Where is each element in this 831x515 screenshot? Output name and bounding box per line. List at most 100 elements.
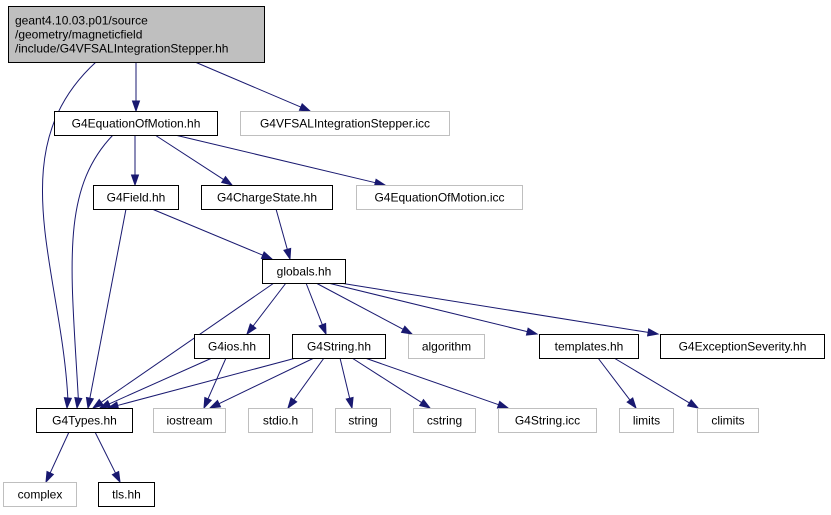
- edge-globals-to-g4string: [305, 282, 323, 325]
- node-g4types-label: G4Types.hh: [52, 414, 117, 428]
- node-globals-box: [262, 259, 346, 284]
- node-g4string-box: [292, 334, 386, 359]
- node-g4ios-label: G4ios.hh: [208, 340, 256, 354]
- edge-globals-to-g4string-arrowhead: [318, 322, 327, 336]
- edge-templates-to-limits: [597, 357, 631, 401]
- edge-g4string-to-string-arrowhead: [345, 396, 354, 410]
- edge-templates-to-climits-arrowhead: [686, 399, 700, 409]
- edge-globals-to-g4types-arrowhead: [91, 398, 105, 409]
- node-cstring: cstring: [413, 408, 476, 433]
- edge-templates-to-limits-arrowhead: [626, 397, 637, 410]
- edge-globals-to-g4ios-arrowhead: [246, 323, 257, 336]
- edge-field-to-g4types-arrowhead: [85, 396, 95, 410]
- node-templates-box: [539, 334, 639, 359]
- node-layer: geant4.10.03.p01/source/geometry/magneti…: [3, 6, 825, 507]
- node-eqofmotion-box: [54, 111, 218, 136]
- node-g4string_icc: G4String.icc: [498, 408, 597, 433]
- node-limits: limits: [619, 408, 674, 433]
- node-exceptionseverity-label: G4ExceptionSeverity.hh: [679, 340, 807, 354]
- node-eqofmotion[interactable]: G4EquationOfMotion.hh: [54, 111, 218, 136]
- edge-globals-to-exceptionseverity-arrowhead: [646, 328, 660, 337]
- node-g4types-box: [36, 408, 133, 433]
- node-g4ios[interactable]: G4ios.hh: [194, 334, 270, 359]
- node-stdio-box: [248, 408, 313, 433]
- edge-globals-to-algorithm-arrowhead: [400, 325, 414, 335]
- node-templates-label: templates.hh: [555, 340, 624, 354]
- node-g4string_icc-box: [498, 408, 597, 433]
- node-chargestate[interactable]: G4ChargeState.hh: [201, 185, 333, 210]
- edge-root-to-eqofmotion-arrowhead: [131, 100, 141, 113]
- edge-g4types-to-tls-arrowhead: [111, 470, 121, 484]
- edge-g4ios-to-g4types: [108, 357, 213, 405]
- node-climits-box: [697, 408, 759, 433]
- edge-eqofmotion-to-eqofmotion_icc: [174, 134, 376, 184]
- edge-field-to-globals-arrowhead: [260, 251, 274, 260]
- node-complex-box: [3, 482, 77, 507]
- node-root-label-line-2: /geometry/magneticfield: [15, 28, 142, 42]
- node-stdio: stdio.h: [248, 408, 313, 433]
- node-field[interactable]: G4Field.hh: [93, 185, 179, 210]
- node-field-box: [93, 185, 179, 210]
- edge-g4ios-to-iostream-arrowhead: [203, 396, 213, 410]
- edge-globals-to-g4types: [100, 282, 275, 403]
- node-g4ios-box: [194, 334, 270, 359]
- node-climits: climits: [697, 408, 759, 433]
- node-limits-label: limits: [633, 414, 660, 428]
- edge-globals-to-exceptionseverity: [339, 282, 649, 333]
- node-g4string[interactable]: G4String.hh: [292, 334, 386, 359]
- edge-g4string-to-g4types: [117, 357, 297, 406]
- edge-g4ios-to-iostream: [207, 357, 227, 400]
- node-field-label: G4Field.hh: [107, 191, 166, 205]
- node-string-label: string: [348, 414, 377, 428]
- node-limits-box: [619, 408, 674, 433]
- node-vfsal_icc-box: [240, 111, 450, 136]
- edge-g4ios-to-g4types-arrowhead: [98, 399, 112, 409]
- edge-g4types-to-tls: [94, 431, 116, 474]
- edge-g4string-to-g4string_icc-arrowhead: [496, 400, 510, 409]
- edge-g4string-to-cstring: [351, 357, 422, 404]
- node-exceptionseverity-box: [660, 334, 825, 359]
- node-stdio-label: stdio.h: [263, 414, 298, 428]
- edge-g4string-to-stdio-arrowhead: [287, 397, 298, 410]
- node-globals[interactable]: globals.hh: [262, 259, 346, 284]
- node-iostream-box: [153, 408, 226, 433]
- node-algorithm-box: [408, 334, 485, 359]
- edge-globals-to-templates-arrowhead: [525, 327, 539, 336]
- edge-chargestate-to-globals-arrowhead: [283, 247, 292, 261]
- edge-g4string-to-iostream: [218, 357, 315, 405]
- node-vfsal_icc: G4VFSALIntegrationStepper.icc: [240, 111, 450, 136]
- node-root[interactable]: geant4.10.03.p01/source/geometry/magneti…: [8, 6, 265, 63]
- node-globals-label: globals.hh: [277, 265, 332, 279]
- edge-g4string-to-string: [339, 357, 351, 399]
- node-algorithm-label: algorithm: [422, 340, 471, 354]
- node-iostream: iostream: [153, 408, 226, 433]
- edge-g4types-to-complex: [49, 431, 70, 474]
- node-templates[interactable]: templates.hh: [539, 334, 639, 359]
- node-g4string_icc-label: G4String.icc: [515, 414, 580, 428]
- node-g4types[interactable]: G4Types.hh: [36, 408, 133, 433]
- node-eqofmotion_icc-label: G4EquationOfMotion.icc: [374, 191, 504, 205]
- edge-root-to-vfsal_icc-arrowhead: [298, 103, 312, 112]
- edge-globals-to-algorithm: [315, 282, 404, 330]
- node-tls[interactable]: tls.hh: [98, 482, 155, 507]
- edge-field-to-g4types: [89, 208, 127, 399]
- node-cstring-label: cstring: [427, 414, 462, 428]
- edge-layer: [42, 61, 700, 484]
- edge-eqofmotion-to-g4types-arrowhead: [74, 397, 83, 410]
- node-eqofmotion_icc: G4EquationOfMotion.icc: [356, 185, 523, 210]
- node-exceptionseverity[interactable]: G4ExceptionSeverity.hh: [660, 334, 825, 359]
- node-complex-label: complex: [18, 488, 63, 502]
- edge-g4string-to-stdio: [293, 357, 325, 401]
- node-cstring-box: [413, 408, 476, 433]
- node-vfsal_icc-label: G4VFSALIntegrationStepper.icc: [260, 117, 430, 131]
- node-chargestate-label: G4ChargeState.hh: [217, 191, 317, 205]
- node-eqofmotion-label: G4EquationOfMotion.hh: [72, 117, 201, 131]
- edge-field-to-globals: [151, 208, 263, 256]
- node-g4string-label: G4String.hh: [307, 340, 371, 354]
- edge-g4string-to-g4string_icc: [364, 357, 499, 406]
- edge-templates-to-climits: [613, 357, 690, 404]
- edge-g4types-to-complex-arrowhead: [45, 470, 55, 484]
- node-root-label-line-3: /include/G4VFSALIntegrationStepper.hh: [15, 42, 228, 56]
- node-algorithm: algorithm: [408, 334, 485, 359]
